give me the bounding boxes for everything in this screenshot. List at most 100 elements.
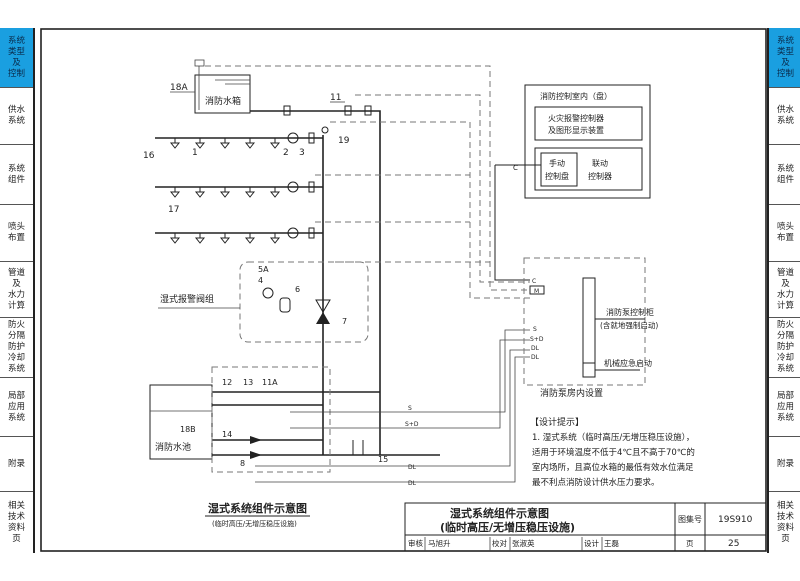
cabinet-label: 消防泵控制柜 <box>606 307 654 317</box>
valve-icon <box>283 105 291 116</box>
sprinkler-head-icon <box>194 138 206 149</box>
svg-text:C: C <box>532 278 536 285</box>
svg-text:审核: 审核 <box>408 538 423 548</box>
sprinkler-branch: 16 1 2 3 19 <box>143 126 350 161</box>
label-2: 2 <box>283 148 289 158</box>
nav-tab-piping[interactable]: 管道 及 水力 计算 <box>769 262 800 318</box>
sprinkler-head-icon <box>269 187 281 198</box>
signal-sd-label: S+D <box>405 421 419 428</box>
nav-tab-components[interactable]: 系统 组件 <box>769 145 800 205</box>
atlas-number: 19S910 <box>718 515 753 525</box>
m-label: M <box>534 288 539 295</box>
fire-water-tank: 消防水箱 18A <box>170 59 251 114</box>
sprinkler-head-icon <box>219 187 231 198</box>
sprinkler-head-icon <box>244 187 256 198</box>
sprinkler-head-icon <box>219 138 231 149</box>
water-motor-alarm-icon <box>262 287 274 299</box>
linkage-controller: 联动 <box>592 158 608 168</box>
signal-valve-icon <box>308 132 315 144</box>
label-3: 3 <box>299 148 305 158</box>
nav-tab-sprinkler-layout[interactable]: 喷头 布置 <box>769 205 800 262</box>
sprinkler-head-icon <box>169 233 181 244</box>
sprinkler-head-icon <box>194 233 206 244</box>
valve-icon <box>344 105 352 116</box>
nav-tab-related-info[interactable]: 相关 技术 资料 页 <box>7 500 25 544</box>
svg-text:控制器: 控制器 <box>588 171 612 181</box>
label-6: 6 <box>295 285 300 294</box>
label-17: 17 <box>168 205 179 215</box>
svg-text:S+D: S+D <box>530 336 544 343</box>
alarm-valve-group-label: 湿式报警阀组 <box>160 293 214 305</box>
nav-tab-water-supply[interactable]: 供水 系统 <box>769 88 800 145</box>
nav-tab-system-types[interactable]: 系统 类型 及 控制 <box>769 28 800 88</box>
diagram-caption: 湿式系统组件示意图 <box>208 501 307 515</box>
label-11: 11 <box>330 93 341 103</box>
alarm-valve-icon <box>315 299 331 313</box>
fire-pump-icon <box>250 436 262 444</box>
sheet-title: 湿式系统组件示意图 <box>450 506 549 520</box>
nav-tab-fire-separation[interactable]: 防火 分隔 防护 冷却 系统 <box>769 318 800 378</box>
sprinkler-head-icon <box>244 138 256 149</box>
sprinkler-head-icon <box>169 138 181 149</box>
label-12: 12 <box>222 378 232 387</box>
svg-text:及图形显示装置: 及图形显示装置 <box>548 125 604 135</box>
svg-text:手动: 手动 <box>549 158 565 168</box>
nav-tab-sprinkler-layout[interactable]: 喷头 布置 <box>0 205 33 262</box>
retard-chamber-icon <box>279 297 291 313</box>
signal-dl-label: DL <box>408 480 417 487</box>
svg-text:S: S <box>533 326 537 333</box>
nav-tab-related-info[interactable]: 相关 技术 资料 页 <box>776 500 794 544</box>
nav-tab-water-supply[interactable]: 供水 系统 <box>0 88 33 145</box>
fire-alarm-controller: 火灾报警控制器 <box>548 113 604 123</box>
title-block: 湿式系统组件示意图 (临时高压/无增压稳压设施) 图集号 19S910 审核 马… <box>404 502 767 552</box>
label-5a: 5A <box>258 265 269 274</box>
right-section-nav: 系统 类型 及 控制 供水 系统 系统 组件 喷头 布置 管道 及 水力 计算 … <box>767 28 800 553</box>
mechanical-start-label: 机械应急启动 <box>604 358 652 368</box>
svg-text:设计: 设计 <box>584 538 599 548</box>
nav-tab-piping[interactable]: 管道 及 水力 计算 <box>0 262 33 318</box>
vent-valve-icon <box>321 126 329 134</box>
fire-pump-icon <box>250 451 262 459</box>
nav-tab-appendix[interactable]: 附录 <box>0 437 33 492</box>
flow-indicator-icon <box>287 181 299 193</box>
svg-text:(含就地强制启动): (含就地强制启动) <box>600 320 658 330</box>
nav-tab-system-types[interactable]: 系统 类型 及 控制 <box>0 28 33 88</box>
label-19: 19 <box>338 136 350 146</box>
sprinkler-head-icon <box>194 187 206 198</box>
svg-text:马旭升: 马旭升 <box>428 538 451 548</box>
nav-tab-fire-separation[interactable]: 防火 分隔 防护 冷却 系统 <box>0 318 33 378</box>
pool-label: 消防水池 <box>155 441 191 453</box>
nav-tab-local-application[interactable]: 局部 应用 系统 <box>0 378 33 437</box>
main-riser-pipe <box>250 110 381 455</box>
pump-control-cabinet <box>582 277 596 378</box>
left-section-nav: 系统 类型 及 控制 供水 系统 系统 组件 喷头 布置 管道 及 水力 计算 … <box>0 28 35 553</box>
label-1: 1 <box>192 148 198 158</box>
label-13: 13 <box>243 378 253 387</box>
svg-text:页: 页 <box>686 539 694 548</box>
sprinkler-head-icon <box>269 138 281 149</box>
flow-indicator-icon <box>287 132 299 144</box>
fire-water-pool: 消防水池 18B <box>149 384 213 460</box>
svg-text:1. 湿式系统（临时高压/无增压稳压设施），: 1. 湿式系统（临时高压/无增压稳压设施）， <box>532 432 694 443</box>
nav-tab-appendix[interactable]: 附录 <box>769 437 800 492</box>
flow-indicator-icon <box>287 227 299 239</box>
svg-text:张淑英: 张淑英 <box>512 538 535 548</box>
signal-valve-icon <box>308 181 315 193</box>
page-number: 25 <box>728 539 739 549</box>
sprinkler-head-icon <box>244 233 256 244</box>
pump-adapter-15 <box>352 440 364 455</box>
svg-text:DL: DL <box>531 354 540 361</box>
design-notes: 【设计提示】 1. 湿式系统（临时高压/无增压稳压设施）， 适用于环境温度不低于… <box>530 416 695 488</box>
signal-s-label: S <box>408 405 412 412</box>
nav-tab-components[interactable]: 系统 组件 <box>0 145 33 205</box>
label-18a: 18A <box>170 83 188 93</box>
manual-control-panel <box>540 152 578 187</box>
nav-tab-local-application[interactable]: 局部 应用 系统 <box>769 378 800 437</box>
svg-text:室内场所，且高位水箱的最低有效水位满足: 室内场所，且高位水箱的最低有效水位满足 <box>532 462 694 473</box>
tank-label: 消防水箱 <box>205 95 241 107</box>
sprinkler-branch: 17 <box>155 181 323 215</box>
svg-text:王磊: 王磊 <box>604 539 619 548</box>
svg-text:最不利点消防设计供水压力要求。: 最不利点消防设计供水压力要求。 <box>532 477 660 488</box>
